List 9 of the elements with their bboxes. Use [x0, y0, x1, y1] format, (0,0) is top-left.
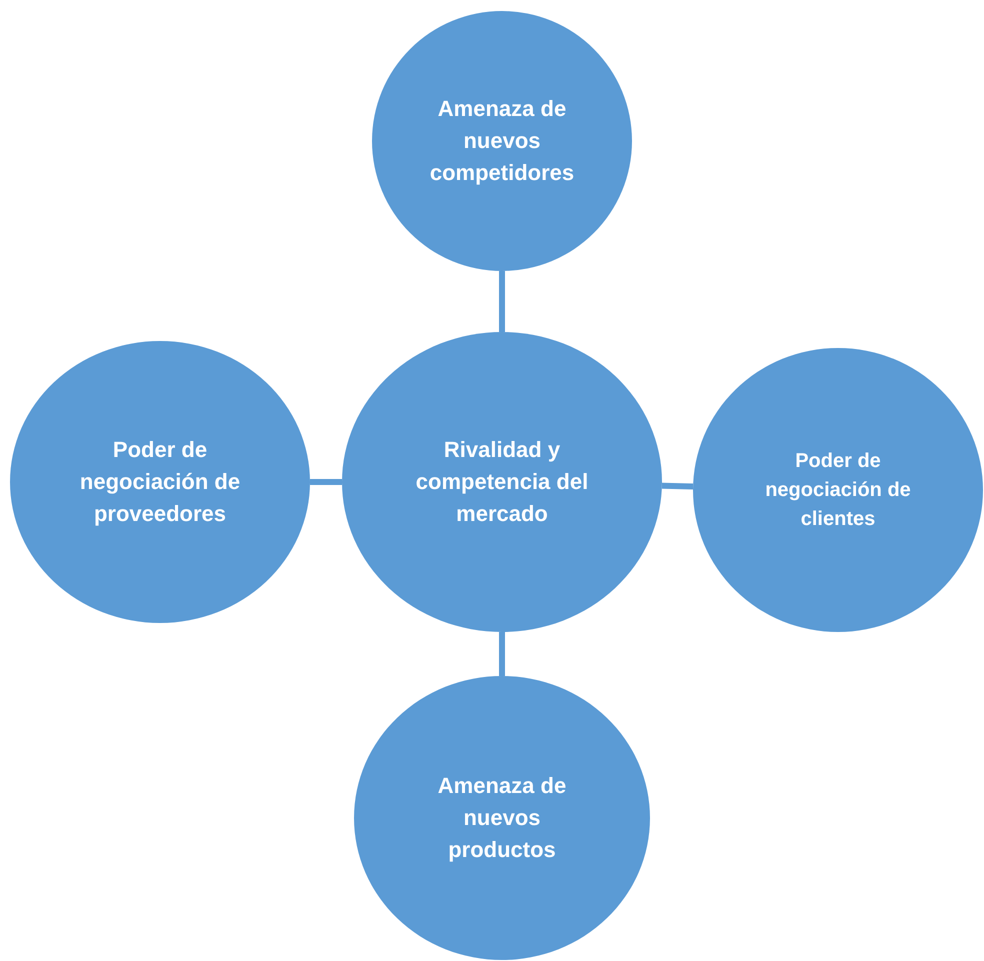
connector-line [310, 479, 342, 485]
node-label: Amenaza de nuevos productos [436, 772, 568, 864]
node-label: Amenaza de nuevos competidores [428, 95, 576, 187]
connector-line [662, 482, 694, 490]
node-label: Poder de negociación de clientes [764, 448, 912, 532]
node-label: Poder de negociación de proveedores [78, 436, 242, 528]
node-label: Rivalidad y competencia del mercado [414, 436, 590, 528]
connector-line [499, 632, 505, 676]
connector-line [499, 271, 505, 332]
